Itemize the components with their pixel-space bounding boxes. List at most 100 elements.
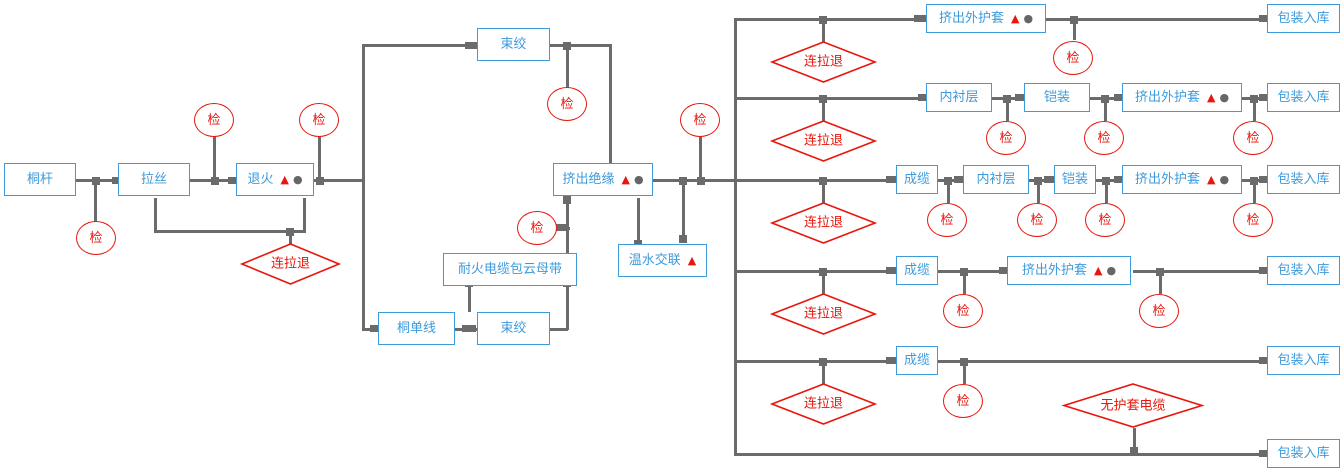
inspection-node[interactable]: 检 [943,294,983,328]
decision-lianlatui[interactable]: 连拉退 [769,383,878,425]
node-baozhuang-ruku-row2[interactable]: 包装入库 [1267,83,1340,112]
connector-cap [1259,94,1273,101]
connector-cap [1259,450,1273,457]
node-neichengceng-row2[interactable]: 内衬层 [926,83,992,112]
connector [362,44,365,330]
connector-cap [1259,267,1273,274]
node-baozhuang-ruku-row1[interactable]: 包装入库 [1267,4,1340,33]
connector-cap [819,95,827,103]
triangle-icon: ▲ [1093,264,1103,277]
connector-cap [1114,176,1128,183]
connector-cap [1259,357,1273,364]
connector [734,179,902,182]
inspection-node[interactable]: 检 [1085,203,1125,237]
node-jichu-waihutao-row4[interactable]: 挤出外护套 ▲● [1007,256,1131,285]
node-label: 铠装 [1043,90,1070,105]
connector [566,282,569,312]
node-lasi[interactable]: 拉丝 [118,163,190,196]
node-label: 束绞 [500,37,527,52]
decision-lianlatui[interactable]: 连拉退 [769,120,878,162]
node-tuihuo[interactable]: 退火 ▲● [236,163,314,196]
triangle-icon: ▲ [1010,12,1020,25]
node-chenglan-row3[interactable]: 成缆 [896,165,938,194]
inspection-node[interactable]: 检 [680,103,720,137]
triangle-icon: ▲ [621,173,630,186]
node-wenshui-jiaolian[interactable]: 温水交联 ▲ [618,244,707,277]
connector-cap [1114,94,1128,101]
node-label: 挤出外护套 [1134,172,1200,187]
node-baozhuang-ruku-row3[interactable]: 包装入库 [1267,165,1340,194]
connector [550,44,612,47]
connector [154,230,306,233]
inspection-node[interactable]: 检 [547,87,587,121]
connector-cap [1156,268,1164,276]
node-naihuo-yunmudai[interactable]: 耐火电缆包云母带 [443,253,577,286]
node-kaizhuang-row3[interactable]: 铠装 [1054,165,1096,194]
node-baozhuang-ruku-row6[interactable]: 包装入库 [1267,439,1340,468]
connector [734,270,902,273]
node-label: 挤出外护套 [1134,90,1200,105]
decision-lianlatui[interactable]: 连拉退 [769,202,878,244]
node-shujiao-bottom[interactable]: 束绞 [477,312,550,345]
connector [1133,270,1272,273]
node-jichu-jueyuan[interactable]: 挤出绝缘 ▲● [553,163,653,196]
node-jichu-waihutao-row3[interactable]: 挤出外护套 ▲● [1122,165,1242,194]
node-chenglan-row5[interactable]: 成缆 [896,346,938,375]
dot-icon: ● [292,173,303,186]
inspection-node[interactable]: 检 [1017,203,1057,237]
node-tonggan[interactable]: 桐杆 [4,163,76,196]
inspection-node[interactable]: 检 [76,221,116,255]
connector-cap [819,358,827,366]
decision-lianlatui[interactable]: 连拉退 [769,41,878,83]
node-markers: ▲● [1207,174,1229,185]
node-tongdanxian[interactable]: 桐单线 [378,312,455,345]
connector [289,232,292,246]
connector-cap [316,177,324,185]
connector-cap [886,267,900,274]
connector [546,328,568,331]
connector-cap [563,42,571,50]
connector-cap [819,268,827,276]
inspection-node[interactable]: 检 [1053,41,1093,75]
connector-cap [465,42,479,49]
triangle-icon: ▲ [687,254,697,267]
decision-wuhutao-dianlan[interactable]: 无护套电缆 [1061,383,1205,428]
node-baozhuang-ruku-row5[interactable]: 包装入库 [1267,346,1340,375]
connector [1253,181,1256,203]
connector-cap [886,176,900,183]
node-label: 内衬层 [976,172,1016,187]
node-jichu-waihutao-row2[interactable]: 挤出外护套 ▲● [1122,83,1242,112]
inspection-node[interactable]: 检 [1139,294,1179,328]
connector [154,198,157,232]
inspection-node[interactable]: 检 [986,121,1026,155]
inspection-node[interactable]: 检 [943,384,983,418]
inspection-node[interactable]: 检 [1233,121,1273,155]
inspection-label: 检 [312,112,326,128]
inspection-node[interactable]: 检 [1233,203,1273,237]
node-label: 桐杆 [26,172,53,187]
node-chenglan-row4[interactable]: 成缆 [896,256,938,285]
decision-lianlatui[interactable]: 连拉退 [769,293,878,335]
inspection-node[interactable]: 检 [517,211,557,245]
connector [1037,181,1040,203]
connector-cap [954,176,968,183]
inspection-label: 检 [956,393,970,409]
connector-cap [918,94,932,101]
inspection-node[interactable]: 检 [299,103,339,137]
inspection-node[interactable]: 检 [194,103,234,137]
dot-icon: ● [1219,91,1230,104]
connector [468,282,471,312]
connector-cap [886,357,900,364]
connector [963,272,966,294]
connector-cap [1102,177,1110,185]
inspection-node[interactable]: 检 [1084,121,1124,155]
node-baozhuang-ruku-row4[interactable]: 包装入库 [1267,256,1340,285]
inspection-label: 检 [207,112,221,128]
node-jichu-waihutao-row1[interactable]: 挤出外护套 ▲● [926,4,1046,33]
decision-lianlatui[interactable]: 连拉退 [239,243,342,285]
node-neichengceng-row3[interactable]: 内衬层 [963,165,1029,194]
inspection-node[interactable]: 检 [927,203,967,237]
node-kaizhuang-row2[interactable]: 铠装 [1024,83,1090,112]
node-shujiao-top[interactable]: 束绞 [477,28,550,61]
